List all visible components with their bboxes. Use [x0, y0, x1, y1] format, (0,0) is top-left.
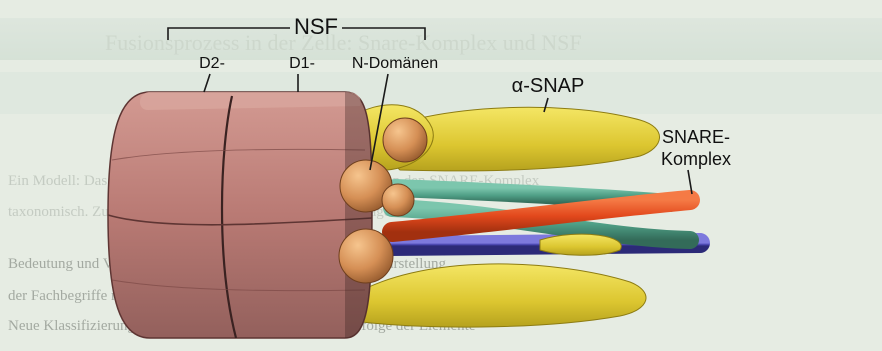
alpha-snap-blade-mid — [540, 234, 621, 255]
ghost-header-text: Fusionsprozess in der Zelle: Snare-Kompl… — [105, 30, 582, 55]
alpha-snap-label: α-SNAP — [512, 75, 585, 97]
nsf-barrel-body — [108, 92, 372, 338]
d1-label: D1- — [289, 55, 315, 72]
n-domain-sphere — [383, 118, 427, 162]
n-domain-sphere — [382, 184, 414, 216]
d2-label: D2- — [199, 55, 225, 72]
n-domain-sphere — [339, 229, 393, 283]
snare-label-line1: SNARE- — [662, 127, 730, 147]
nsf-barrel-rim — [345, 92, 372, 338]
nsf-label: NSF — [294, 14, 338, 39]
nsf-barrel — [108, 92, 372, 338]
snare-label-line2: Komplex — [661, 149, 731, 169]
n-domains-label: N-Domänen — [352, 55, 438, 72]
